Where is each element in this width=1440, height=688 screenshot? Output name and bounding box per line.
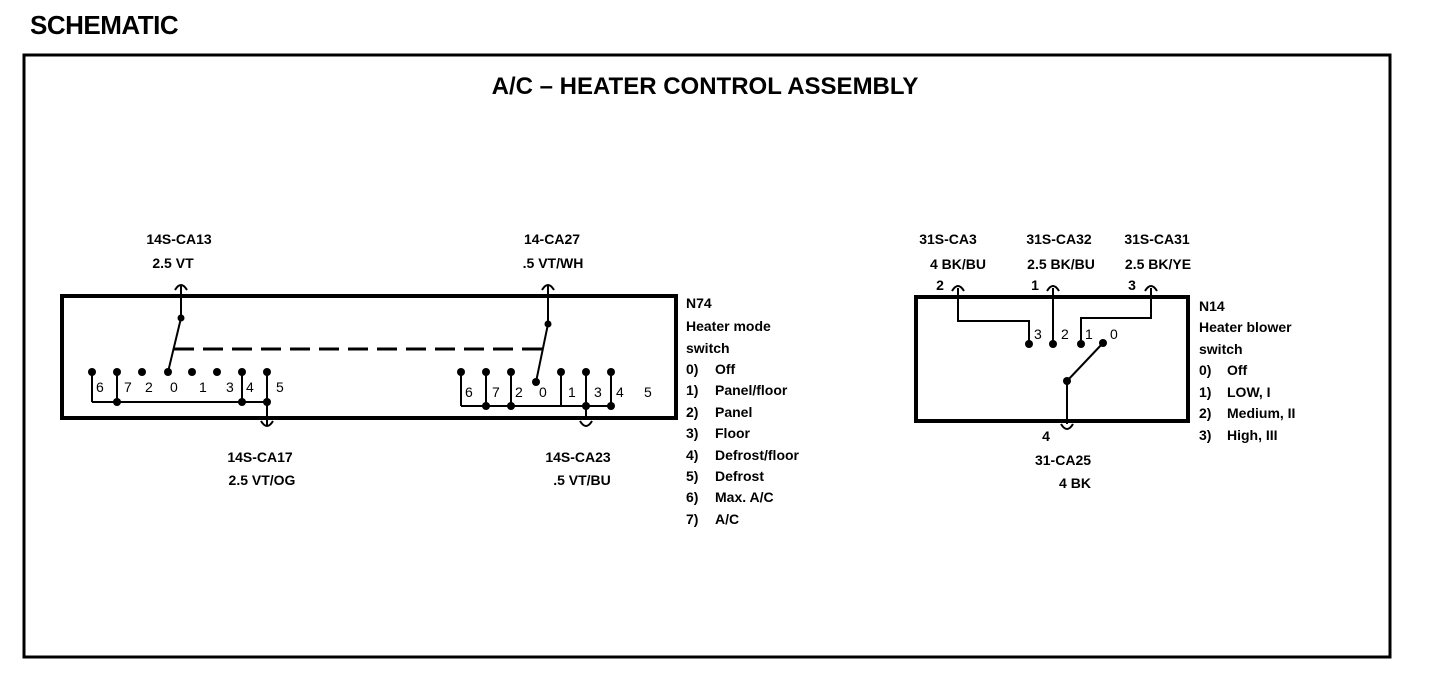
- n74-name-line: Heater mode: [686, 318, 771, 334]
- n14-connector-3: [1144, 285, 1158, 292]
- n74-left-pin: 2: [145, 379, 153, 395]
- n74-connector-ca23: [579, 420, 593, 427]
- n14-name-line: Heater blower: [1199, 319, 1292, 335]
- n74-connector-ca27: [541, 284, 555, 291]
- n74-right-pin: 1: [568, 384, 576, 400]
- n74-wiper-left: [167, 317, 182, 373]
- legend-key: 1): [1199, 384, 1211, 400]
- terminal-number: 3: [1128, 277, 1136, 293]
- wire-code-ca23: 14S-CA23: [545, 449, 611, 465]
- n74-wiper-right: [535, 323, 549, 383]
- wire-spec-ca17: 2.5 VT/OG: [229, 472, 296, 488]
- n74-contact-dots: [88, 314, 615, 410]
- n14-pin: 0: [1110, 326, 1118, 342]
- wire-code-ca17: 14S-CA17: [227, 449, 293, 465]
- n14-contact-dots: [1025, 339, 1107, 385]
- n14-wire-ca31: [1080, 288, 1152, 344]
- wire-code-ca13: 14S-CA13: [146, 231, 212, 247]
- legend-text: Off: [1227, 362, 1248, 378]
- legend-text: Panel/floor: [715, 382, 788, 398]
- legend-text: Off: [715, 361, 736, 377]
- n74-right-pin: 2: [515, 384, 523, 400]
- n74-right-pin: 3: [594, 384, 602, 400]
- n74-legend: N74 Heater mode switch 0) Off 1) Panel/flo…: [686, 295, 800, 527]
- n14-name-line: switch: [1199, 341, 1243, 357]
- n74-wire-labels: 14S-CA13 2.5 VT 14-CA27 .5 VT/WH 14S-CA1…: [146, 231, 611, 488]
- n74-left-pin: 4: [246, 379, 254, 395]
- n74-id: N74: [686, 295, 712, 311]
- n74-left-pin: 1: [199, 379, 207, 395]
- legend-key: 5): [686, 468, 698, 484]
- n74-connector-ca17: [260, 420, 274, 427]
- n74-left-pin: 0: [170, 379, 178, 395]
- n74-box: [60, 294, 678, 420]
- legend-key: 0): [1199, 362, 1211, 378]
- n14-wire-ca3: [957, 288, 1030, 344]
- n74-left-pin: 5: [276, 379, 284, 395]
- n14-pin-labels: 3 2 1 0: [1034, 326, 1118, 342]
- n74-name-line: switch: [686, 340, 730, 356]
- terminal-number: 1: [1031, 277, 1039, 293]
- n14-legend: N14 Heater blower switch 0)Off 1)LOW, I …: [1199, 298, 1295, 443]
- n74-right-pin: 7: [492, 384, 500, 400]
- wire-code-ca3: 31S-CA3: [919, 231, 977, 247]
- wire-code-ca25: 31-CA25: [1035, 452, 1091, 468]
- wire-spec-ca3: 4 BK/BU: [930, 256, 986, 272]
- legend-text: Medium, II: [1227, 405, 1295, 421]
- terminal-number: 4: [1042, 428, 1050, 444]
- legend-text: A/C: [715, 511, 739, 527]
- legend-key: 3): [1199, 427, 1211, 443]
- n74-left-pin: 6: [96, 379, 104, 395]
- n14-switch: [914, 285, 1190, 430]
- legend-key: 2): [686, 404, 698, 420]
- legend-text: High, III: [1227, 427, 1278, 443]
- wire-code-ca32: 31S-CA32: [1026, 231, 1092, 247]
- n74-left-pin: 7: [124, 379, 132, 395]
- legend-text: LOW, I: [1227, 384, 1271, 400]
- n14-id: N14: [1199, 298, 1225, 314]
- n14-connector-4: [1060, 423, 1074, 430]
- legend-text: Defrost: [715, 468, 764, 484]
- legend-text: Floor: [715, 425, 751, 441]
- legend-key: 0): [686, 361, 698, 377]
- n74-right-pin: 0: [539, 384, 547, 400]
- n74-right-pin: 4: [616, 384, 624, 400]
- legend-key: 3): [686, 425, 698, 441]
- n14-wire-labels: 31S-CA3 4 BK/BU 31S-CA32 2.5 BK/BU 31S-C…: [919, 231, 1191, 491]
- n14-pin: 1: [1085, 326, 1093, 342]
- n14-pin: 2: [1061, 326, 1069, 342]
- wire-spec-ca23: .5 VT/BU: [553, 472, 611, 488]
- legend-key: 6): [686, 489, 698, 505]
- wire-spec-ca25: 4 BK: [1059, 475, 1091, 491]
- n74-left-pin-labels: 6 7 2 0 1 3 4 5: [96, 379, 284, 395]
- n74-right-pin: 6: [465, 384, 473, 400]
- wire-spec-ca13: 2.5 VT: [152, 255, 194, 271]
- legend-key: 2): [1199, 405, 1211, 421]
- wire-code-ca27: 14-CA27: [524, 231, 580, 247]
- legend-key: 4): [686, 447, 698, 463]
- legend-text: Panel: [715, 404, 752, 420]
- terminal-number: 2: [936, 277, 944, 293]
- outer-frame: [22, 53, 1392, 659]
- n14-connector-1: [1046, 285, 1060, 292]
- n74-right-pin-labels: 6 7 2 0 1 3 4 5: [465, 384, 652, 400]
- wire-spec-ca31: 2.5 BK/YE: [1125, 256, 1191, 272]
- n74-left-pin: 3: [226, 379, 234, 395]
- diagram-title: A/C – HEATER CONTROL ASSEMBLY: [492, 73, 919, 100]
- wire-spec-ca27: .5 VT/WH: [523, 255, 584, 271]
- n14-pin: 3: [1034, 326, 1042, 342]
- legend-text: Defrost/floor: [715, 447, 800, 463]
- n14-wiper: [1066, 342, 1104, 382]
- legend-key: 7): [686, 511, 698, 527]
- n74-connector-ca13: [174, 284, 188, 291]
- schematic-header: SCHEMATIC: [30, 10, 179, 40]
- wire-code-ca31: 31S-CA31: [1124, 231, 1190, 247]
- n14-connector-2: [951, 285, 965, 292]
- n74-right-pin: 5: [644, 384, 652, 400]
- wire-spec-ca32: 2.5 BK/BU: [1027, 256, 1095, 272]
- legend-text: Max. A/C: [715, 489, 774, 505]
- legend-key: 1): [686, 382, 698, 398]
